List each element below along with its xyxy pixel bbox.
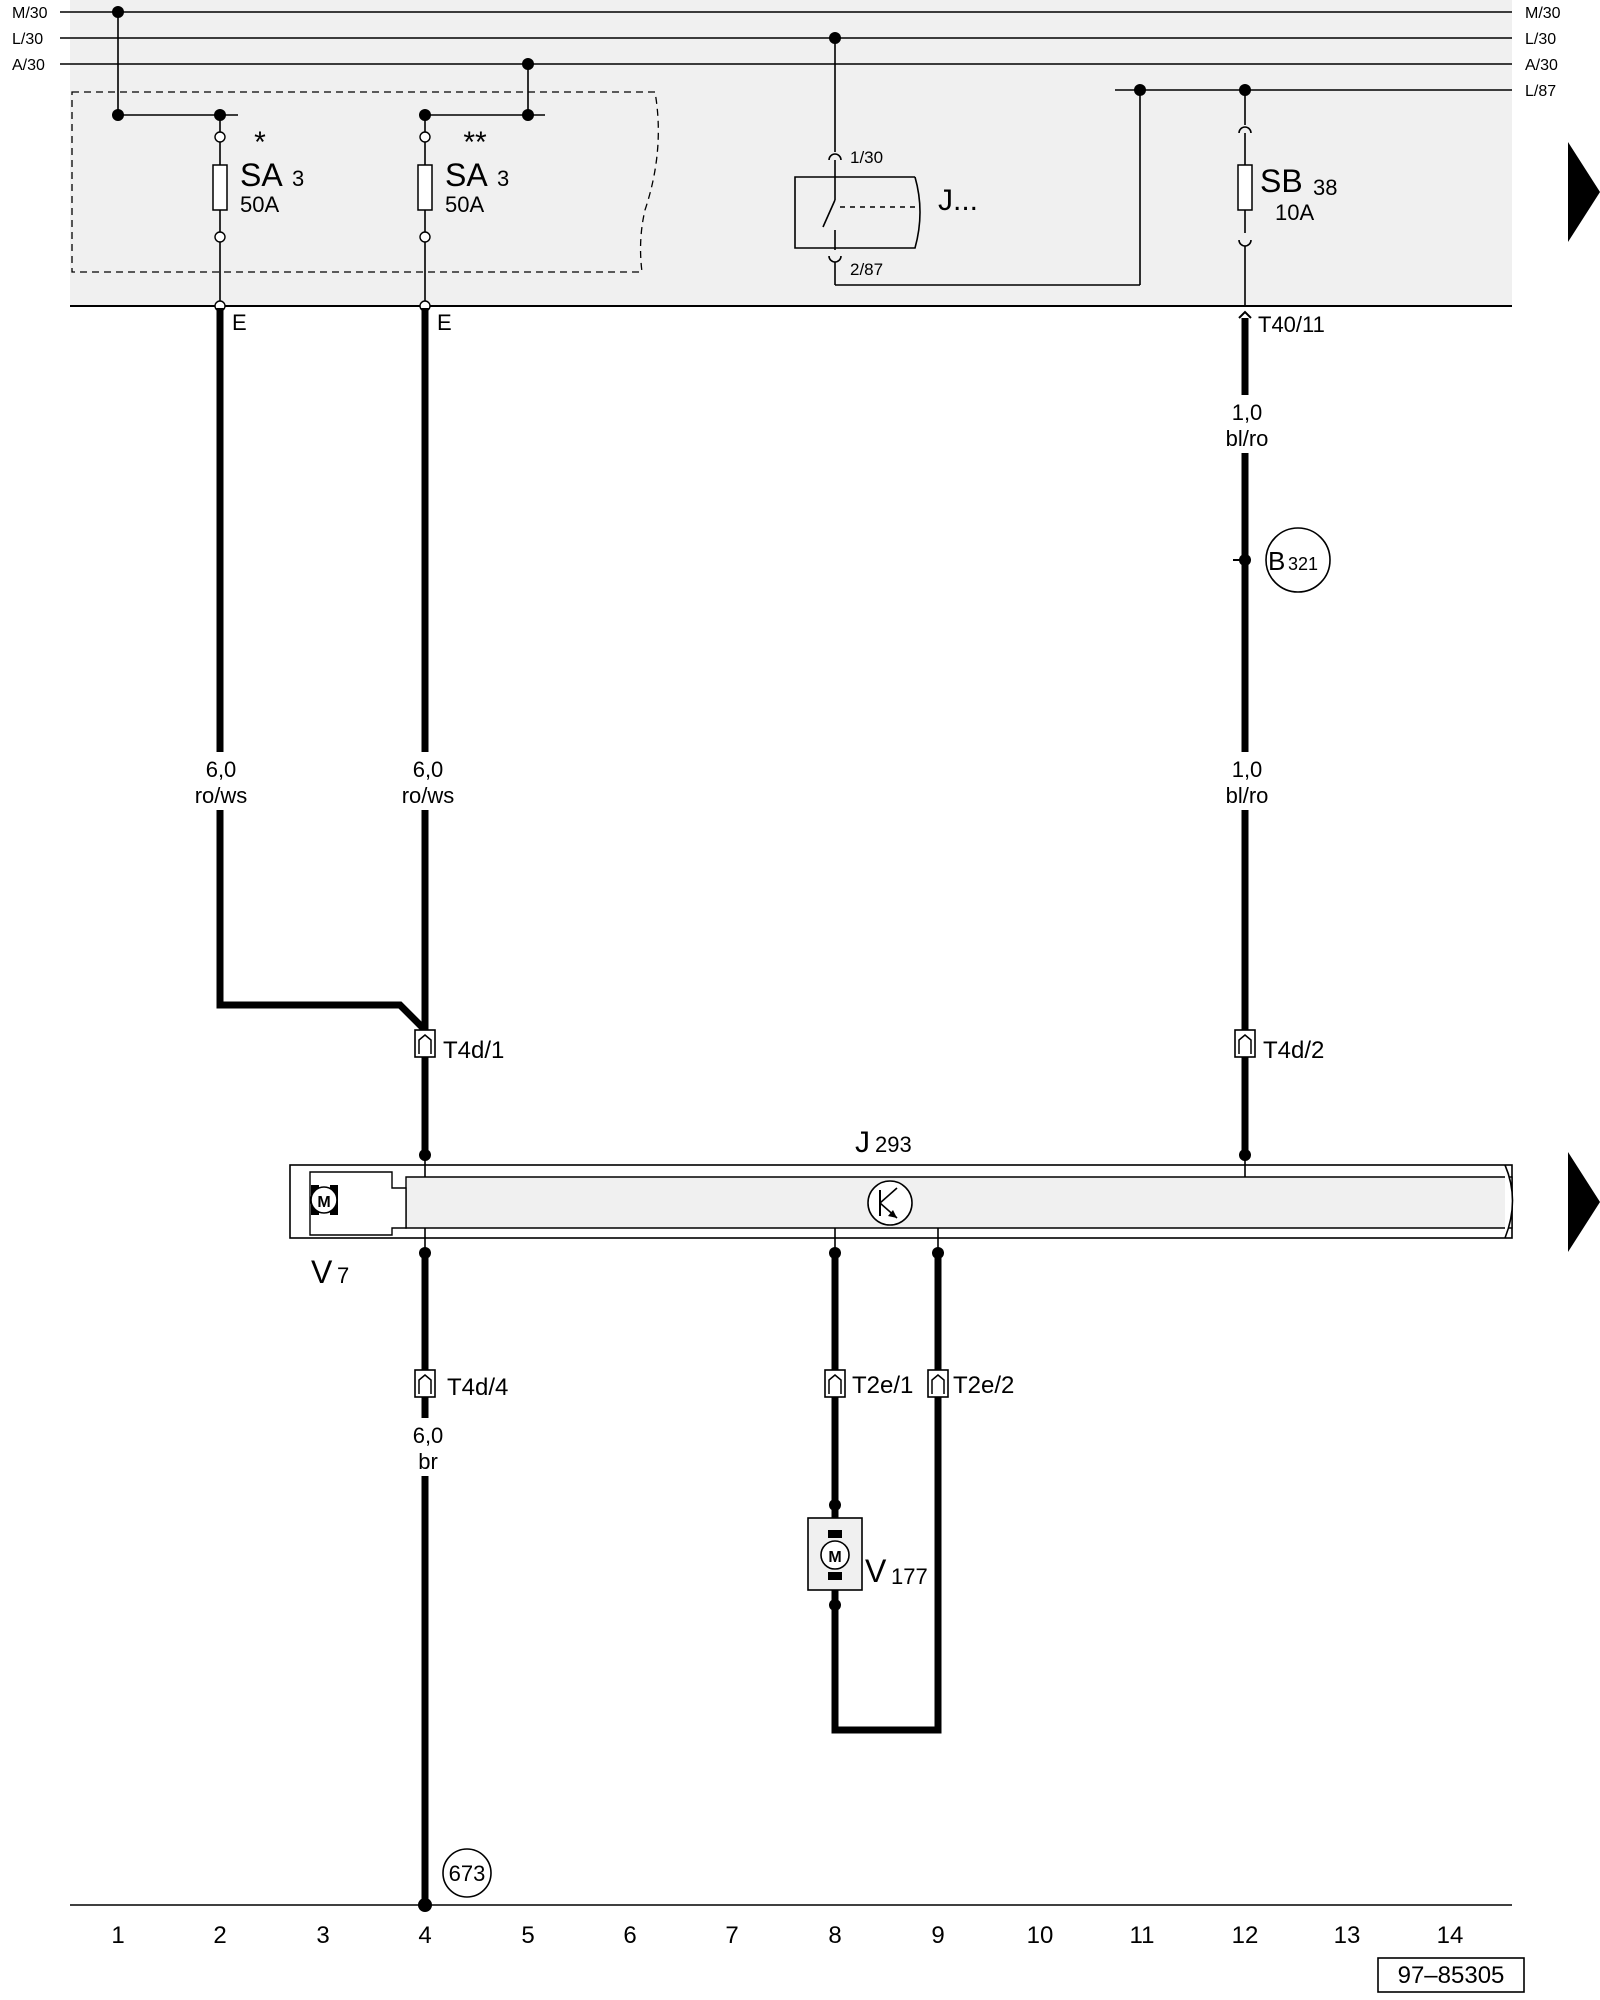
relay-output-junction bbox=[1134, 84, 1146, 96]
sa3-2-sub: 3 bbox=[497, 166, 509, 191]
fuse-holder-outline bbox=[71, 91, 659, 273]
v7-motor-symbol: M bbox=[317, 1194, 330, 1211]
connector-symbols bbox=[414, 1029, 1256, 1398]
track-number: 2 bbox=[213, 1922, 226, 1949]
track-number: 6 bbox=[623, 1922, 636, 1949]
j293-control-unit: J 293 bbox=[289, 1126, 1514, 1259]
sa3-1-rating: 50A bbox=[240, 192, 279, 217]
sa3-fuse-2-symbol bbox=[417, 164, 433, 211]
wire-labels: 6,0 ro/ws 6,0 ro/ws 1,0 bl/ro 1,0 bl/ro … bbox=[180, 395, 1286, 1476]
relay-j-body bbox=[794, 176, 921, 249]
continue-arrow-icon[interactable] bbox=[1568, 1152, 1600, 1252]
track-number: 1 bbox=[111, 1922, 124, 1949]
ground-point-673: 673 bbox=[418, 1848, 492, 1912]
harness-wires bbox=[216, 308, 1249, 1905]
wire-5-color: br bbox=[418, 1449, 438, 1474]
v177-motor-symbol: M bbox=[828, 1549, 841, 1566]
wire-4-size: 1,0 bbox=[1232, 757, 1263, 782]
j293-sub: 293 bbox=[875, 1132, 912, 1157]
b321-name: B bbox=[1268, 546, 1285, 576]
sa3-2-terminal: E bbox=[437, 310, 452, 335]
sa3-1-mark: * bbox=[254, 126, 266, 159]
wire-3-size: 1,0 bbox=[1232, 400, 1263, 425]
relay-pin-in: 1/30 bbox=[850, 148, 883, 167]
track-number: 7 bbox=[725, 1922, 738, 1949]
rail-label-left-a30: A/30 bbox=[12, 57, 45, 74]
track-number: 3 bbox=[316, 1922, 329, 1949]
wire-4-color: bl/ro bbox=[1226, 783, 1269, 808]
rail-label-right-l87: L/87 bbox=[1525, 83, 1556, 100]
t4d-2-label: T4d/2 bbox=[1263, 1037, 1324, 1064]
track-number: 12 bbox=[1232, 1922, 1259, 1949]
b321-sub: 321 bbox=[1288, 554, 1318, 574]
reference-number: 97–85305 bbox=[1398, 1962, 1505, 1989]
v7-sub: 7 bbox=[337, 1263, 349, 1288]
track-number: 8 bbox=[828, 1922, 841, 1949]
sb38-name: SB bbox=[1260, 163, 1303, 199]
sa3-1-sub: 3 bbox=[292, 166, 304, 191]
track-numbers: 1 2 3 4 5 6 7 8 9 10 11 12 13 14 bbox=[111, 1922, 1463, 1949]
ground-673-label: 673 bbox=[449, 1861, 486, 1886]
t4d-2-connector bbox=[1234, 1029, 1256, 1058]
rail-label-left-l30: L/30 bbox=[12, 31, 43, 48]
wire-2-color: ro/ws bbox=[402, 783, 455, 808]
track-number: 10 bbox=[1027, 1922, 1054, 1949]
v7-fan-motor: M V 7 bbox=[309, 1171, 407, 1290]
supply-rails bbox=[60, 11, 1512, 91]
t4d-4-label: T4d/4 bbox=[447, 1374, 508, 1401]
wire-2-size: 6,0 bbox=[413, 757, 444, 782]
wire-3-color: bl/ro bbox=[1226, 426, 1269, 451]
relay-pin-out: 2/87 bbox=[850, 260, 883, 279]
wire-5-size: 6,0 bbox=[413, 1423, 444, 1448]
t2e-2-label: T2e/2 bbox=[953, 1372, 1014, 1399]
sa3-junction-dots bbox=[112, 6, 534, 121]
v177-name: V bbox=[865, 1553, 887, 1589]
t2e-1-label: T2e/1 bbox=[852, 1372, 913, 1399]
diagram-reference: 97–85305 bbox=[1377, 1957, 1525, 1993]
track-number: 13 bbox=[1334, 1922, 1361, 1949]
transistor-icon bbox=[867, 1180, 913, 1226]
t2e-2-connector bbox=[927, 1369, 949, 1398]
rail-label-right-l30: L/30 bbox=[1525, 31, 1556, 48]
t4d-1-connector bbox=[414, 1029, 436, 1058]
j293-name: J bbox=[855, 1126, 870, 1159]
sa3-fuse-1-symbol bbox=[212, 164, 228, 211]
rail-label-left-m30: M/30 bbox=[12, 5, 48, 22]
rail-label-right-m30: M/30 bbox=[1525, 5, 1561, 22]
track-number: 4 bbox=[418, 1922, 431, 1949]
relay-label: J... bbox=[938, 184, 978, 217]
sa3-2-name: SA bbox=[445, 157, 488, 193]
relay-j-wiring bbox=[822, 38, 1141, 286]
fuse-relay-panel bbox=[70, 0, 1512, 306]
t4d-1-label: T4d/1 bbox=[443, 1037, 504, 1064]
sa3-2-mark: ** bbox=[463, 126, 487, 159]
v7-name: V bbox=[311, 1254, 333, 1290]
sa3-2-rating: 50A bbox=[445, 192, 484, 217]
v177-sub: 177 bbox=[891, 1564, 928, 1589]
track-number: 9 bbox=[931, 1922, 944, 1949]
track-number: 5 bbox=[521, 1922, 534, 1949]
t40-11-connector-symbol bbox=[1238, 310, 1252, 319]
wire-1-color: ro/ws bbox=[195, 783, 248, 808]
next-page-arrow-icon[interactable] bbox=[1568, 142, 1600, 242]
t2e-1-connector bbox=[824, 1369, 846, 1398]
rail-label-right-a30: A/30 bbox=[1525, 57, 1558, 74]
wire-1-size: 6,0 bbox=[206, 757, 237, 782]
v177-fan-motor: M V 177 bbox=[807, 1499, 928, 1611]
sa3-1-name: SA bbox=[240, 157, 283, 193]
sb38-fuse-symbol bbox=[1237, 164, 1253, 211]
sa3-1-terminal: E bbox=[232, 310, 247, 335]
sb38-rail-junction bbox=[1239, 84, 1251, 96]
splice-b321: B 321 bbox=[1233, 527, 1331, 593]
sb38-rating: 10A bbox=[1275, 200, 1314, 225]
wire-sa3-1-to-t4d1 bbox=[216, 308, 429, 1155]
track-number: 11 bbox=[1130, 1922, 1155, 1949]
sb38-sub: 38 bbox=[1313, 175, 1337, 200]
t4d-4-connector bbox=[414, 1369, 436, 1398]
t40-11-label: T40/11 bbox=[1258, 312, 1325, 337]
track-number: 14 bbox=[1437, 1922, 1464, 1949]
relay-rail-junction bbox=[829, 32, 841, 44]
wire-j293-to-v177 bbox=[831, 1253, 942, 1734]
